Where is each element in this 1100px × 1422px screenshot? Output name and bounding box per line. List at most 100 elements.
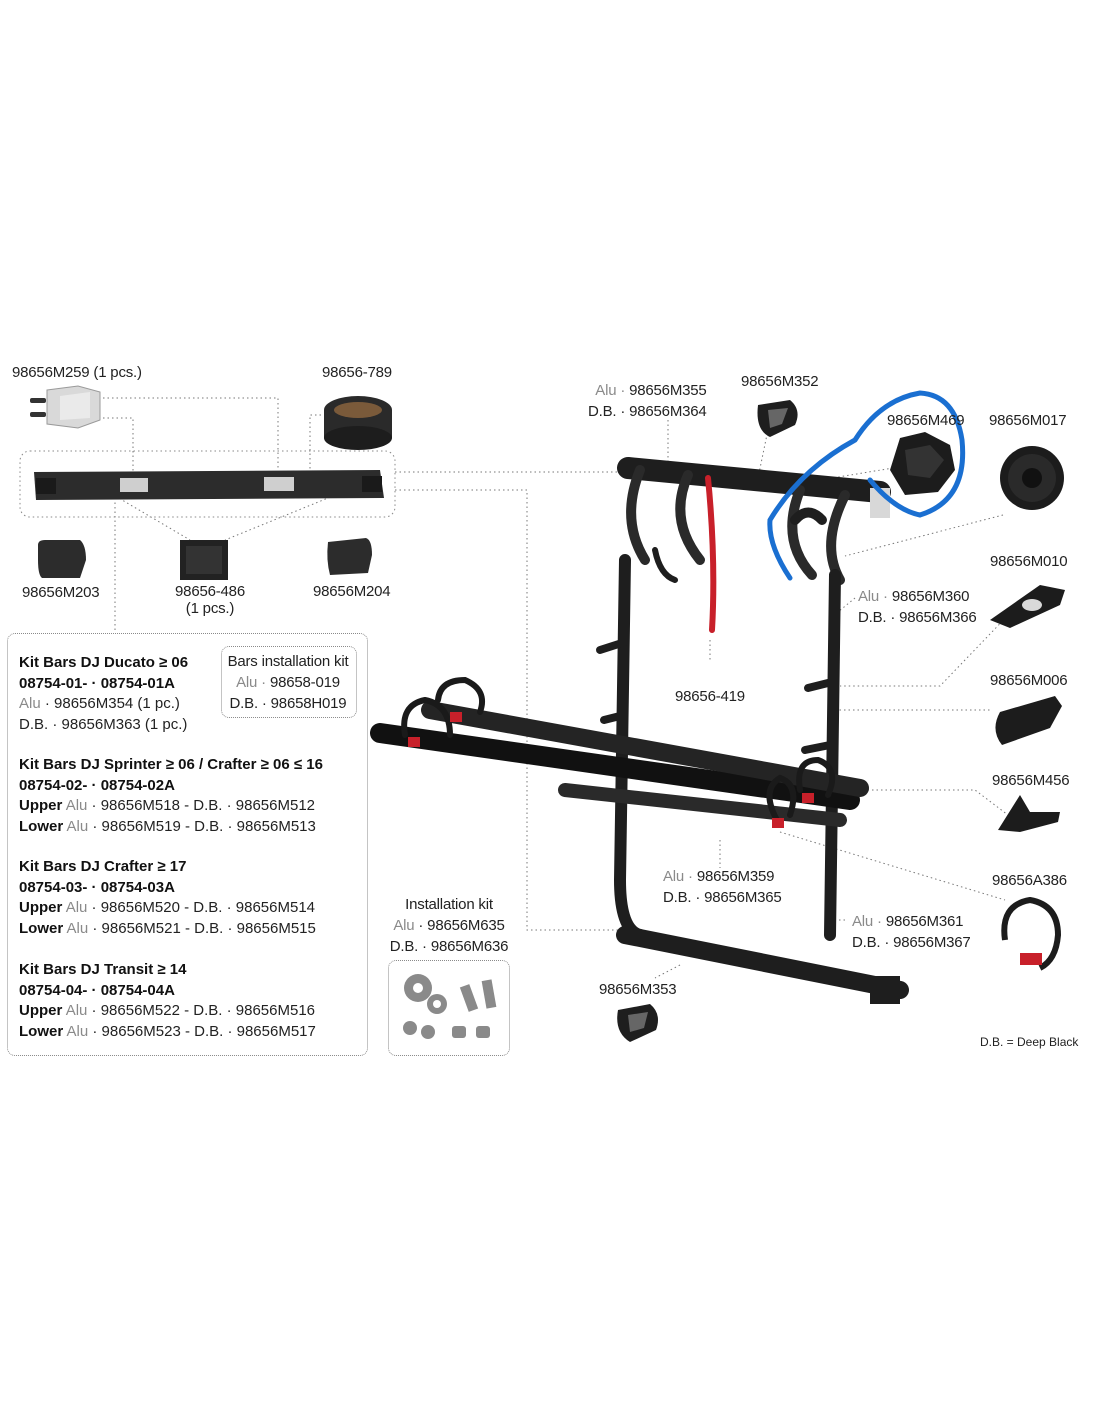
variant-db-line: D.B. · 98656M365 — [663, 887, 782, 908]
kit-db-line: D.B. · 98656M363 (1 pc.) — [19, 715, 188, 736]
part-label-98656-789: 98656-789 — [322, 364, 392, 381]
part-label-98656m456: 98656M456 — [992, 772, 1070, 789]
lower-label: Lower — [19, 817, 64, 835]
variant-label-upper-frame: Alu · 98656M360 D.B. · 98656M366 — [858, 586, 977, 628]
gear-cap-drawing — [1000, 446, 1064, 510]
kit-upper-line: Upper Alu · 98656M522 - D.B. · 98656M516 — [19, 1001, 316, 1022]
db-prefix: D.B. · — [588, 403, 630, 420]
db-code: 98656M366 — [899, 609, 977, 626]
kit-title: Kit Bars DJ Transit ≥ 14 — [19, 961, 187, 978]
install-kit-db-line: D.B. · 98656M636 — [389, 938, 509, 955]
blue-highlight-annotation — [767, 390, 966, 581]
mounting-plate-drawing — [180, 540, 228, 580]
db-prefix: D.B. · — [852, 934, 894, 951]
installation-kit-box — [388, 960, 510, 1056]
kit-crafter: Kit Bars DJ Crafter ≥ 17 08754-03- · 087… — [19, 857, 316, 939]
part-label-98656m006: 98656M006 — [990, 672, 1068, 689]
line-text: · 98656M363 (1 pc.) — [48, 715, 188, 733]
kit-lower-line: Lower Alu · 98656M519 - D.B. · 98656M513 — [19, 817, 323, 838]
kit-transit: Kit Bars DJ Transit ≥ 14 08754-04- · 087… — [19, 960, 316, 1042]
alu-code: 98656M360 — [891, 588, 970, 605]
kit-codes: 08754-02- · 08754-02A — [19, 776, 175, 794]
db-code: 98656M367 — [893, 934, 971, 951]
part-quantity: (1 pcs.) — [185, 600, 235, 617]
db-code: 98658H019 — [270, 695, 347, 712]
line-text: · 98656M518 - D.B. · 98656M512 — [87, 797, 316, 814]
alu-prefix: Alu — [66, 817, 89, 835]
kit-lower-line: Lower Alu · 98656M523 - D.B. · 98656M517 — [19, 1022, 316, 1043]
kit-codes: 08754-03- · 08754-03A — [19, 878, 175, 896]
part-label-98656m017: 98656M017 — [989, 412, 1067, 429]
end-cap-left-drawing — [38, 540, 86, 578]
install-kit-title: Installation kit — [405, 896, 493, 913]
alu-prefix: Alu — [65, 899, 88, 916]
legend-deep-black: D.B. = Deep Black — [980, 1035, 1079, 1049]
install-kit-alu-line: Alu · 98656M635 — [378, 915, 520, 936]
db-code: 98656M365 — [704, 889, 782, 906]
variant-db-line: D.B. · 98656M366 — [858, 607, 977, 628]
rubber-spacer-drawing — [324, 396, 392, 450]
bars-kit-alu-line: Alu · 98658-019 — [222, 672, 354, 693]
alu-code: · 98656M635 — [414, 917, 505, 934]
db-code: 98656M364 — [629, 403, 707, 420]
knob-drawing — [890, 432, 955, 495]
kit-title: Kit Bars DJ Crafter ≥ 17 — [19, 858, 187, 875]
upper-label: Upper — [19, 1002, 63, 1019]
bars-installation-kit: Bars installation kit Alu · 98658-019 D.… — [222, 651, 354, 714]
kit-upper-line: Upper Alu · 98656M520 - D.B. · 98656M514 — [19, 898, 316, 919]
alu-code: 98656M355 — [629, 382, 707, 399]
part-label-98656a386: 98656A386 — [992, 872, 1067, 889]
alu-code: 98658-019 — [269, 674, 340, 691]
kit-title: Kit Bars DJ Ducato ≥ 06 — [19, 654, 189, 671]
bars-kit-title: Bars installation kit — [227, 653, 349, 670]
part-code: 98656-486 — [175, 583, 245, 600]
end-plug-drawing — [995, 696, 1062, 745]
part-label-98656m259: 98656M259 (1 pcs.) — [12, 364, 142, 381]
alu-prefix: Alu — [65, 797, 88, 814]
alu-prefix: Alu — [66, 1022, 89, 1040]
line-text: · 98656M523 - D.B. · 98656M517 — [88, 1022, 316, 1040]
strap-drawing — [1001, 896, 1062, 971]
wheel-cup-drawing — [998, 795, 1060, 832]
kit-alu-line: Alu · 98656M354 (1 pc.) — [19, 694, 188, 715]
lower-label: Lower — [19, 919, 64, 937]
frame-holder-drawing — [990, 585, 1065, 628]
installation-kit-label: Installation kit Alu · 98656M635 D.B. · … — [378, 894, 520, 957]
part-label-98656m203: 98656M203 — [22, 584, 100, 601]
variant-alu-line: Alu · 98656M355 — [588, 380, 707, 401]
kit-sprinter: Kit Bars DJ Sprinter ≥ 06 / Crafter ≥ 06… — [19, 755, 323, 837]
line-text: · 98656M522 - D.B. · 98656M516 — [87, 1002, 316, 1019]
alu-prefix: Alu · — [595, 382, 630, 399]
line-text: · 98656M519 - D.B. · 98656M513 — [88, 817, 316, 835]
variant-alu-line: Alu · 98656M359 — [663, 866, 782, 887]
arm-holder-drawing — [757, 400, 798, 437]
variant-alu-line: Alu · 98656M360 — [858, 586, 977, 607]
db-prefix: D.B. · — [663, 889, 705, 906]
lower-arm-holder-drawing — [617, 1004, 658, 1042]
part-label-98656m352: 98656M352 — [741, 373, 819, 390]
alu-prefix: Alu — [65, 1002, 88, 1019]
part-label-98656m010: 98656M010 — [990, 553, 1068, 570]
variant-label-rail: Alu · 98656M359 D.B. · 98656M365 — [663, 866, 782, 908]
kit-codes: 08754-01- · 08754-01A — [19, 674, 175, 692]
end-cap-right-drawing — [327, 538, 372, 575]
lower-label: Lower — [19, 1022, 64, 1040]
db-prefix: D.B. · — [229, 695, 271, 712]
alu-code: 98656M359 — [696, 868, 775, 885]
db-prefix: D.B. — [19, 715, 49, 733]
variant-db-line: D.B. · 98656M367 — [852, 932, 971, 953]
bars-installation-kit-box — [221, 646, 357, 718]
kits-box — [7, 633, 368, 1056]
line-text: · 98656M521 - D.B. · 98656M515 — [88, 919, 316, 937]
line-text: · 98656M520 - D.B. · 98656M514 — [87, 899, 316, 916]
variant-label-lower-frame: Alu · 98656M361 D.B. · 98656M367 — [852, 911, 971, 953]
alu-prefix: Alu — [19, 695, 41, 712]
alu-prefix: Alu · — [236, 674, 270, 691]
alu-prefix: Alu — [393, 917, 415, 934]
bike-rack-frame-drawing — [370, 457, 909, 1004]
part-label-98656m469: 98656M469 — [887, 412, 965, 429]
kit-lower-line: Lower Alu · 98656M521 - D.B. · 98656M515 — [19, 919, 316, 940]
variant-alu-line: Alu · 98656M361 — [852, 911, 971, 932]
bars-kit-db-line: D.B. · 98658H019 — [222, 693, 354, 714]
